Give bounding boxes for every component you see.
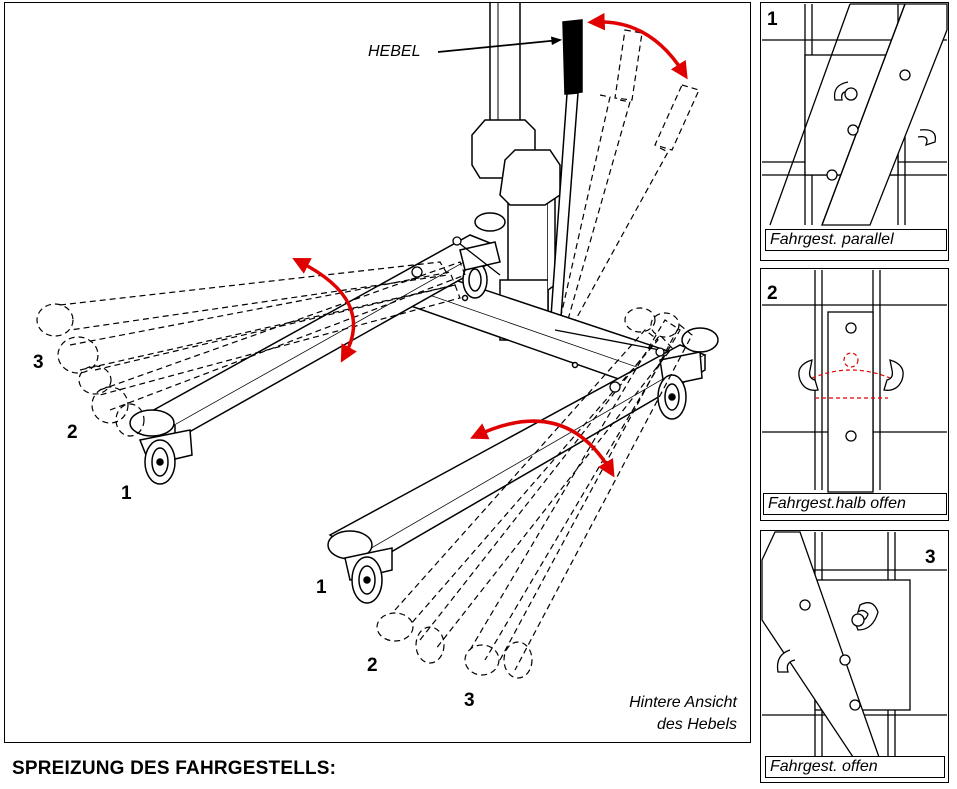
detail-3-caption: Fahrgest. offen	[765, 756, 945, 778]
right-position-2: 2	[367, 655, 378, 676]
detail-2-caption: Fahrgest.halb offen	[763, 493, 947, 515]
detail-3-number: 3	[925, 547, 936, 568]
detail-panel-3: 3 Fahrgest. offen	[760, 530, 949, 783]
detail-3-drawing	[761, 531, 947, 761]
page-title: SPREIZUNG DES FAHRGESTELLS:	[12, 758, 337, 779]
left-position-1: 1	[121, 483, 132, 504]
right-leg-motion-arrow	[470, 419, 615, 478]
right-rod	[554, 329, 665, 393]
right-leg-dashed	[376, 307, 693, 679]
right-position-1: 1	[316, 577, 327, 598]
view-note-line-1: Hintere Ansicht	[629, 694, 737, 711]
detail-1-caption: Fahrgest. parallel	[765, 229, 947, 251]
left-position-2: 2	[67, 422, 78, 443]
detail-1-number: 1	[767, 9, 778, 30]
detail-panel-2: 2 Fahrgest.halb offen	[760, 268, 949, 521]
detail-2-drawing	[762, 270, 947, 493]
left-rod	[411, 236, 501, 278]
lever-handle	[549, 19, 583, 331]
lever-label-pointer	[437, 36, 563, 53]
detail-2-number: 2	[767, 283, 778, 304]
left-position-3: 3	[33, 352, 44, 373]
detail-panel-1: 1 Fahrgest. parallel	[760, 2, 949, 261]
left-leg-dashed	[36, 261, 466, 437]
detail-1-drawing	[762, 3, 948, 226]
right-position-3: 3	[464, 690, 475, 711]
lever-motion-arrow	[587, 12, 688, 80]
lever-label: HEBEL	[368, 43, 421, 60]
left-leg-motion-arrow	[292, 258, 357, 363]
view-note-line-2: des Hebels	[656, 716, 737, 733]
right-leg-solid	[327, 327, 719, 604]
detail-2-hidden-lines	[811, 352, 891, 399]
